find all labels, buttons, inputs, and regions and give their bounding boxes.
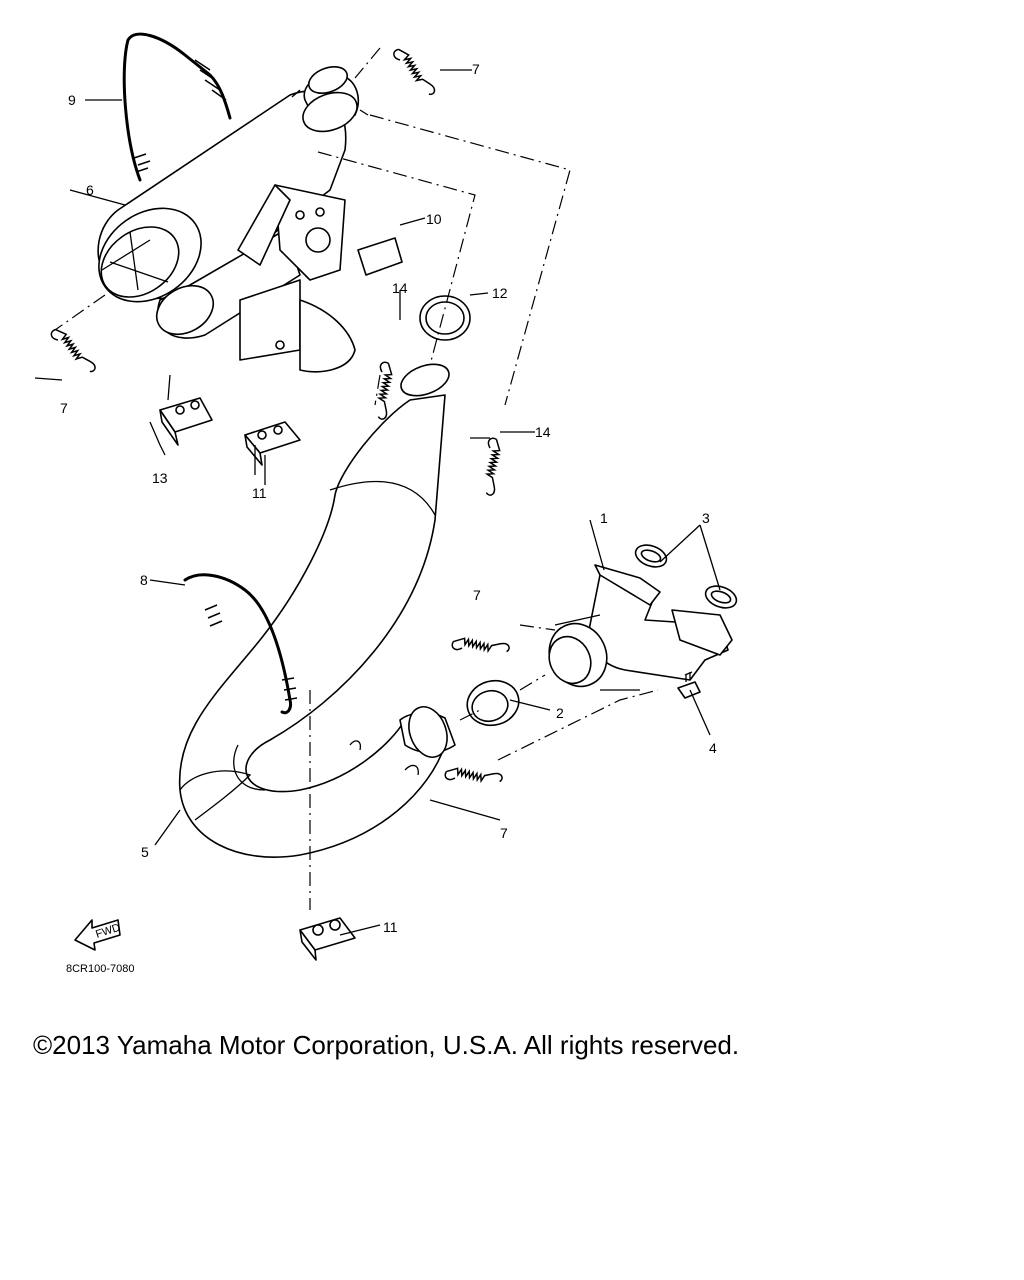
spring-top (391, 42, 437, 102)
callout-6: 6 (86, 182, 94, 198)
exhaust-strap (183, 573, 292, 715)
copyright-notice: ©2013 Yamaha Motor Corporation, U.S.A. A… (33, 1030, 740, 1060)
callout-2: 2 (556, 705, 564, 721)
fwd-arrow-icon: FWD (74, 919, 122, 951)
plug (357, 237, 403, 276)
callout-4: 4 (709, 740, 717, 756)
damper-11-lower (299, 917, 356, 961)
callout-14-right: 14 (535, 424, 551, 440)
spring-mid (450, 629, 511, 664)
callout-7-bottom: 7 (500, 825, 508, 841)
rubber-strap (122, 32, 232, 182)
callout-10: 10 (426, 211, 442, 227)
callout-3: 3 (702, 510, 710, 526)
callout-7-mid: 7 (473, 587, 481, 603)
exhaust-pipe (178, 363, 456, 858)
spring-14-right (474, 436, 509, 497)
callout-14-left: 14 (392, 280, 408, 296)
callout-9: 9 (68, 92, 76, 108)
silencer (97, 66, 369, 373)
callout-1: 1 (600, 510, 608, 526)
bolt (677, 671, 701, 699)
callout-13: 13 (152, 470, 168, 486)
callout-12: 12 (492, 285, 508, 301)
callout-11-upper: 11 (252, 485, 267, 501)
callout-7-left: 7 (60, 400, 68, 416)
exhaust-manifold (548, 564, 733, 691)
spring-bottom (443, 759, 504, 794)
callout-11-lower: 11 (383, 919, 398, 935)
damper-13 (159, 397, 213, 446)
callout-5: 5 (141, 844, 149, 860)
damper-11-upper (244, 421, 301, 466)
drawing-code: 8CR100-7080 (66, 963, 135, 975)
spring-left (48, 321, 98, 380)
callout-7-top: 7 (472, 61, 480, 77)
callout-8: 8 (140, 572, 148, 588)
